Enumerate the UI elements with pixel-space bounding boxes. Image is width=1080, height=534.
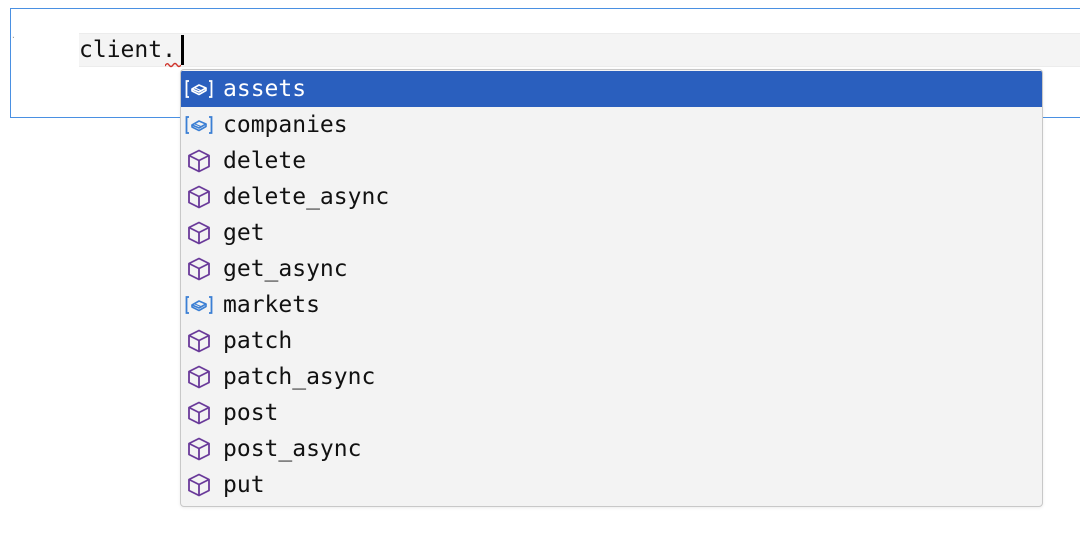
completion-item-label: patch bbox=[223, 328, 293, 354]
completion-item-label: put bbox=[223, 472, 265, 498]
method-cube-icon bbox=[184, 400, 214, 426]
completion-item-put[interactable]: put bbox=[181, 467, 1042, 503]
method-cube-icon bbox=[184, 256, 214, 282]
current-line[interactable]: client. bbox=[79, 33, 1080, 68]
completion-item-markets[interactable]: markets bbox=[181, 287, 1042, 323]
completion-item-label: post_async bbox=[223, 436, 362, 462]
completion-item-label: get_async bbox=[223, 256, 348, 282]
method-cube-icon bbox=[184, 436, 214, 462]
completion-item-patch[interactable]: patch bbox=[181, 323, 1042, 359]
method-cube-icon bbox=[184, 472, 214, 498]
completion-item-label: companies bbox=[223, 112, 348, 138]
field-icon bbox=[184, 112, 214, 138]
completion-item-patch-async[interactable]: patch_async bbox=[181, 359, 1042, 395]
completion-item-label: patch_async bbox=[223, 364, 376, 390]
completion-item-post[interactable]: post bbox=[181, 395, 1042, 431]
completion-item-label: markets bbox=[223, 292, 320, 318]
completion-item-assets[interactable]: assets bbox=[181, 71, 1042, 107]
completion-item-post-async[interactable]: post_async bbox=[181, 431, 1042, 467]
method-cube-icon bbox=[184, 220, 214, 246]
completion-item-label: delete_async bbox=[223, 184, 390, 210]
method-cube-icon bbox=[184, 148, 214, 174]
completion-item-get-async[interactable]: get_async bbox=[181, 251, 1042, 287]
method-cube-icon bbox=[184, 364, 214, 390]
completion-item-companies[interactable]: companies bbox=[181, 107, 1042, 143]
completion-item-label: delete bbox=[223, 148, 307, 174]
error-squiggle-icon bbox=[165, 62, 181, 68]
code-text: client. bbox=[79, 37, 176, 63]
completion-item-label: assets bbox=[223, 76, 307, 102]
field-icon bbox=[184, 76, 214, 102]
gutter-mark: · bbox=[11, 33, 16, 42]
completion-item-get[interactable]: get bbox=[181, 215, 1042, 251]
completion-item-label: post bbox=[223, 400, 279, 426]
method-cube-icon bbox=[184, 328, 214, 354]
text-cursor bbox=[181, 35, 184, 65]
autocomplete-popup[interactable]: assets companies delete delete_async get… bbox=[180, 69, 1043, 507]
completion-item-label: get bbox=[223, 220, 265, 246]
method-cube-icon bbox=[184, 184, 214, 210]
completion-item-delete-async[interactable]: delete_async bbox=[181, 179, 1042, 215]
field-icon bbox=[184, 292, 214, 318]
completion-item-delete[interactable]: delete bbox=[181, 143, 1042, 179]
